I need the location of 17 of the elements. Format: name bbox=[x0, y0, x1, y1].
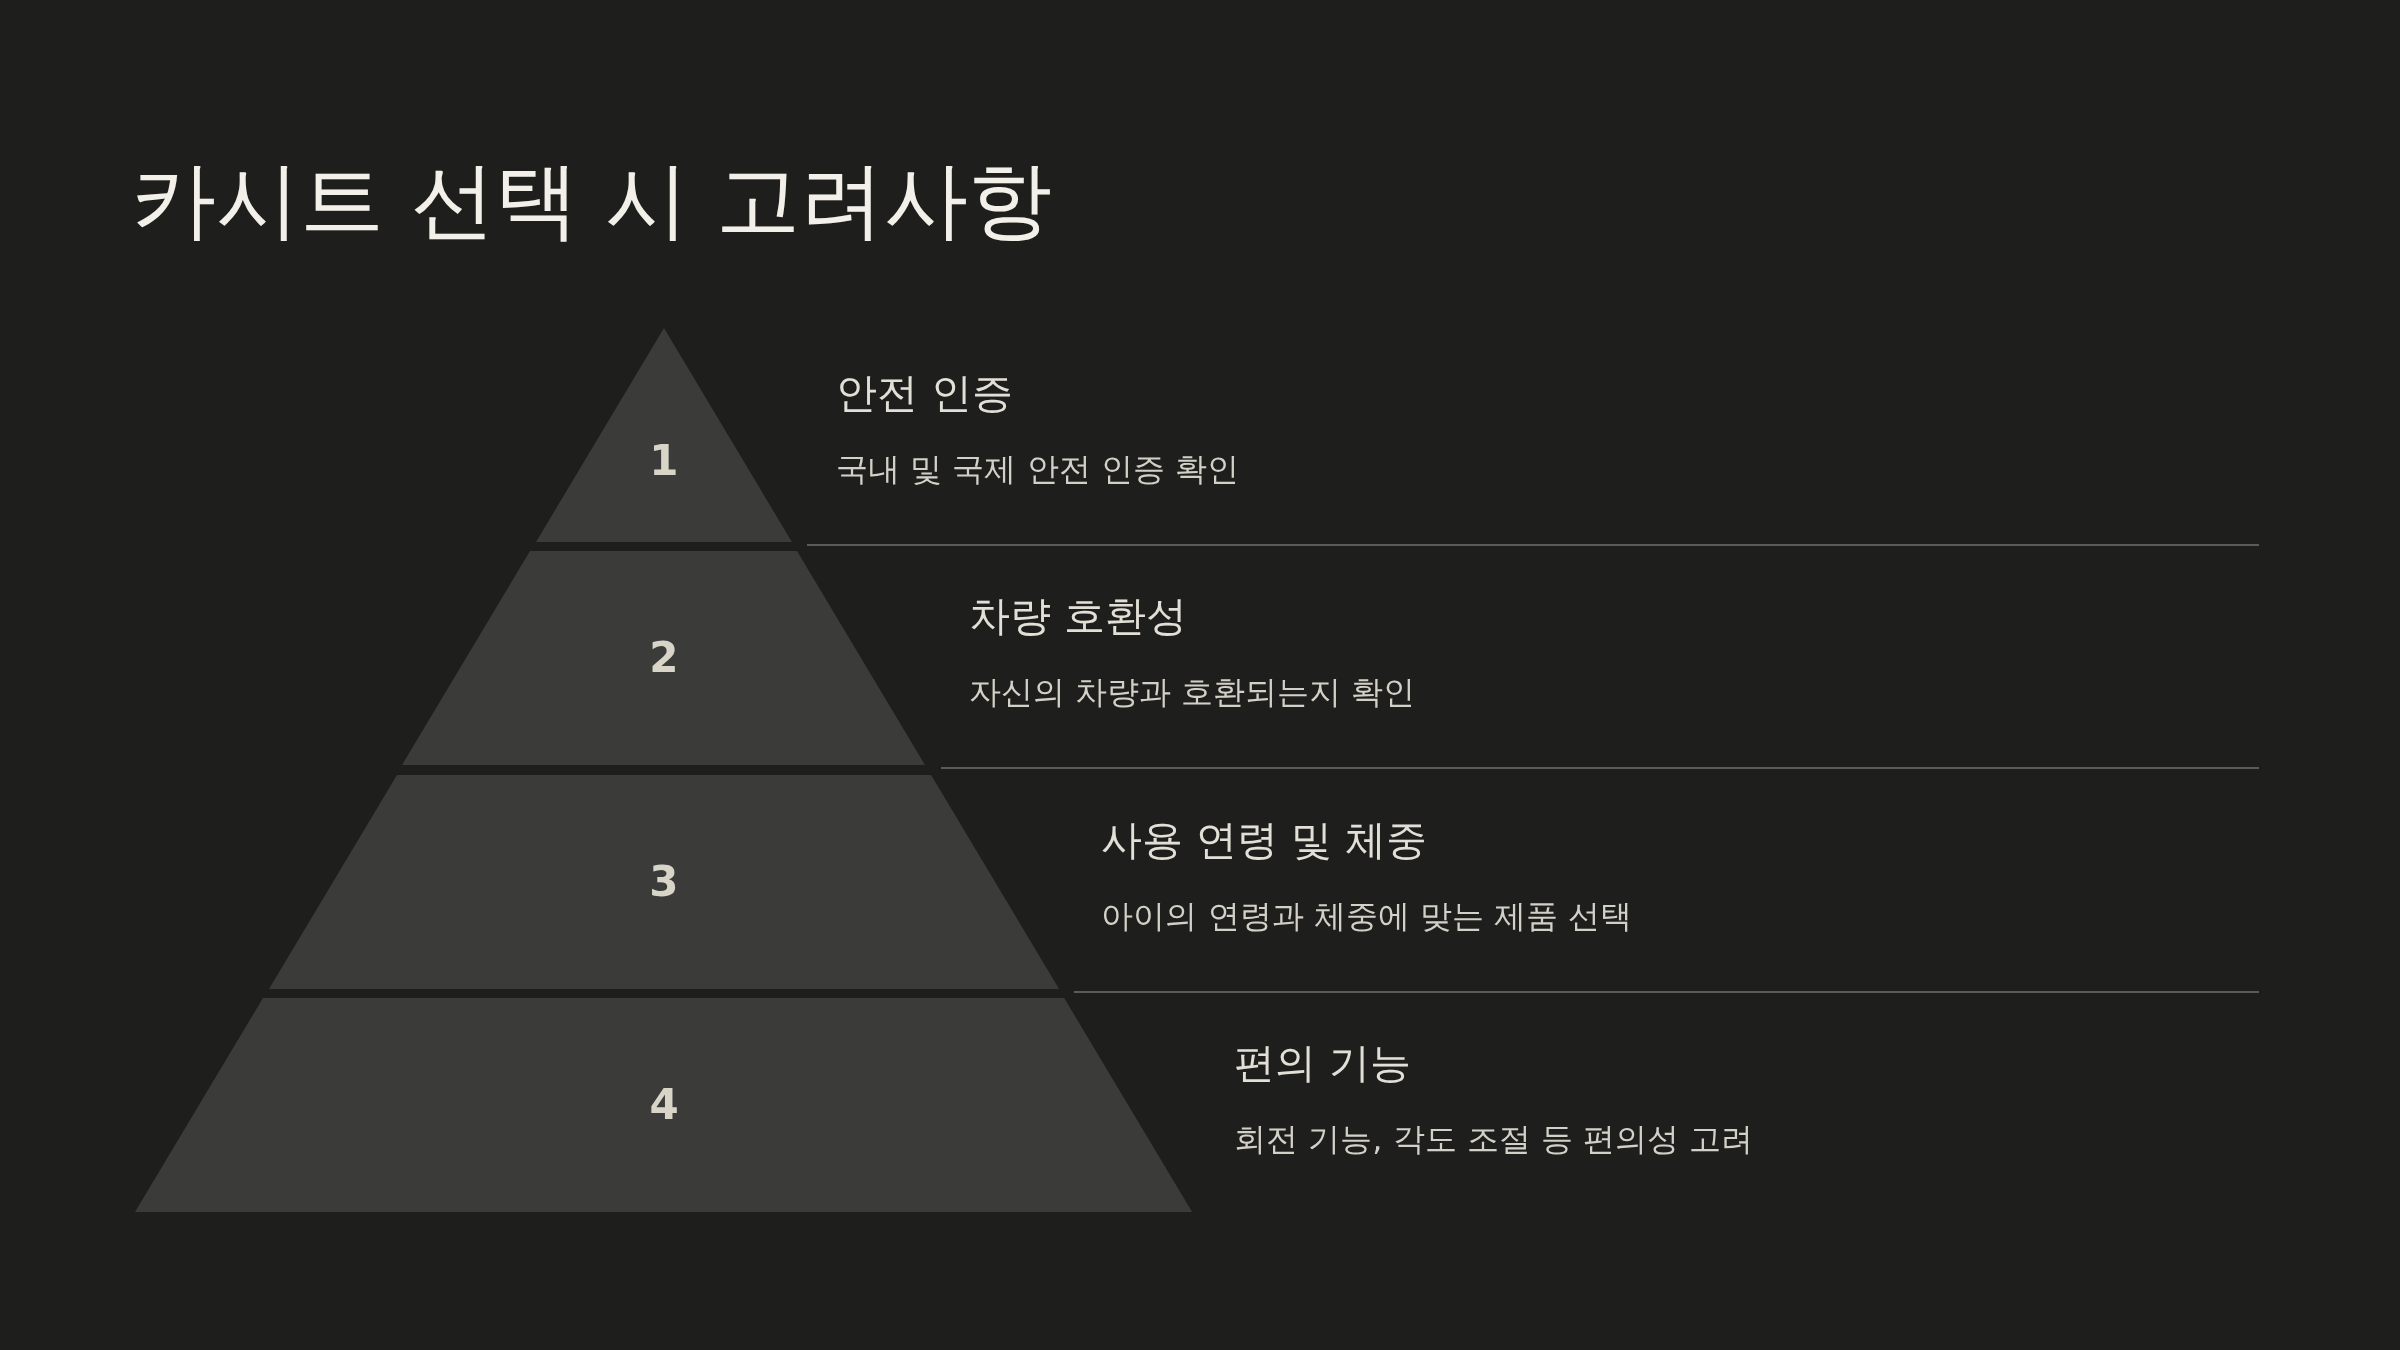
tier-description: 국내 및 국제 안전 인증 확인 bbox=[836, 449, 1239, 490]
tier-number: 3 bbox=[649, 856, 679, 907]
pyramid-tier bbox=[536, 328, 792, 542]
tier-number: 4 bbox=[649, 1079, 679, 1130]
tier-heading: 편의 기능 bbox=[1234, 1037, 1412, 1089]
slide-title: 카시트 선택 시 고려사항 bbox=[132, 150, 1053, 251]
pyramid-tier bbox=[402, 551, 926, 766]
pyramid-tier bbox=[135, 997, 1193, 1212]
tier-description: 회전 기능, 각도 조절 등 편의성 고려 bbox=[1234, 1118, 1754, 1160]
pyramid-tier bbox=[268, 774, 1059, 989]
tier-number: 2 bbox=[649, 633, 679, 684]
tier-description: 아이의 연령과 체중에 맞는 제품 선택 bbox=[1101, 895, 1633, 937]
tier-heading: 안전 인증 bbox=[836, 368, 1014, 419]
tier-description: 자신의 차량과 호환되는지 확인 bbox=[968, 672, 1416, 714]
tier-heading: 사용 연령 및 체중 bbox=[1101, 814, 1428, 866]
tier-number: 1 bbox=[649, 436, 679, 486]
tier-heading: 차량 호환성 bbox=[968, 591, 1187, 643]
